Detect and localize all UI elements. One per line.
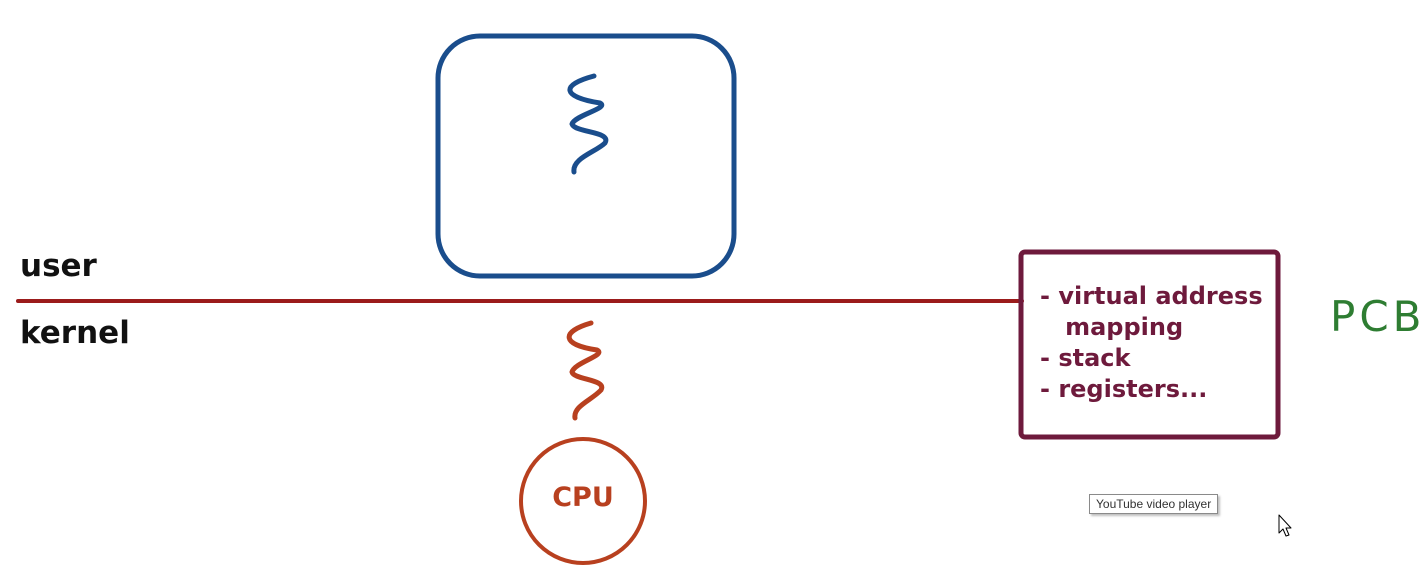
video-player-tooltip: YouTube video player <box>1089 494 1219 514</box>
kernel-thread-squiggle-icon <box>566 320 605 421</box>
pcb-contents-list: - virtual address mapping - stack - regi… <box>1040 281 1263 405</box>
mouse-pointer-icon <box>1278 514 1292 537</box>
pcb-label: PCB <box>1330 292 1426 341</box>
user-thread-squiggle-icon <box>567 73 609 175</box>
pcb-item-registers: - registers... <box>1040 375 1208 403</box>
user-layer-label: user <box>20 248 97 284</box>
pcb-item-mapping: mapping <box>1040 313 1184 341</box>
cpu-circle <box>519 437 647 565</box>
pcb-box <box>1018 249 1281 440</box>
pcb-item-stack: - stack <box>1040 344 1131 372</box>
kernel-layer-label: kernel <box>20 315 130 351</box>
user-process-box <box>435 33 737 279</box>
cpu-label: CPU <box>552 482 614 513</box>
pcb-item-virtual-address: - virtual address <box>1040 282 1263 310</box>
